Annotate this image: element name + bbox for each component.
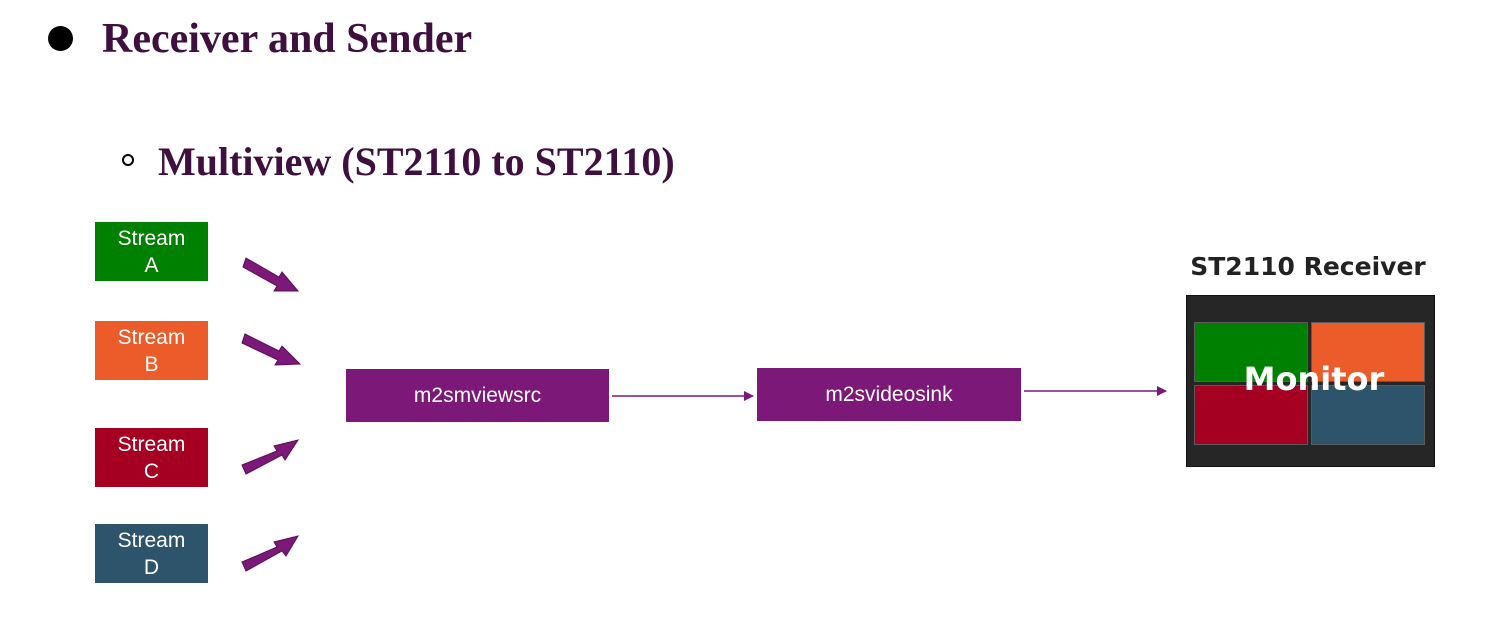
- sub-bullet-icon: [122, 154, 134, 166]
- slide-title: Receiver and Sender: [102, 16, 473, 62]
- arrow-stream-b: [241, 333, 302, 366]
- bullet-dot-icon: [48, 26, 73, 51]
- monitor-tile-bottom-right: [1311, 385, 1425, 445]
- monitor-tile-top-right: [1311, 322, 1425, 382]
- monitor-label: Monitor: [1243, 360, 1385, 398]
- receiver-title: ST2110 Receiver: [1190, 252, 1426, 281]
- stream-b-box: Stream B: [95, 321, 208, 380]
- stream-a-box: Stream A: [95, 222, 208, 281]
- arrow-stream-c: [241, 439, 300, 475]
- m2smviewsrc-block: m2smviewsrc: [346, 369, 609, 422]
- arrow-stream-d: [241, 535, 300, 572]
- monitor-tile-top-left: [1194, 322, 1308, 382]
- stream-d-box: Stream D: [95, 524, 208, 583]
- slide-subtitle: Multiview (ST2110 to ST2110): [158, 139, 675, 184]
- arrow-stream-a: [242, 257, 300, 292]
- stream-c-box: Stream C: [95, 428, 208, 487]
- m2svideosink-block: m2svideosink: [757, 368, 1021, 421]
- monitor-tile-bottom-left: [1194, 385, 1308, 445]
